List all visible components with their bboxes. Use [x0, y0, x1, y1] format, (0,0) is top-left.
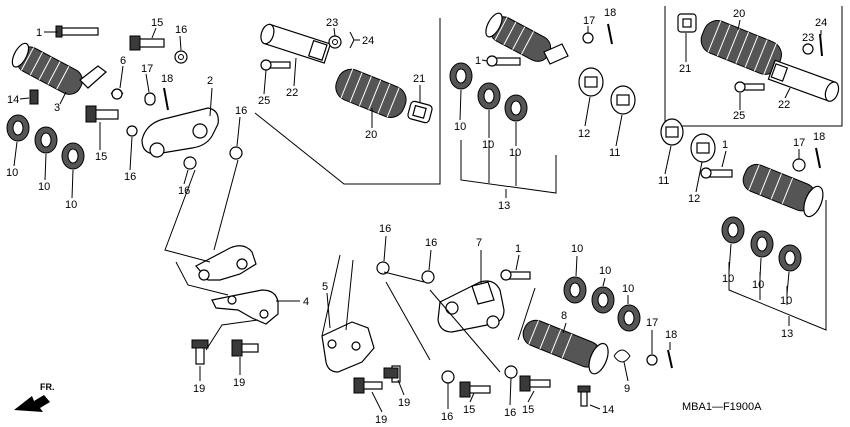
callout-5: 5: [322, 281, 328, 293]
callout-20b: 20: [733, 8, 745, 20]
callout-22b: 22: [778, 99, 790, 111]
callout-23a: 23: [326, 17, 338, 29]
callout-1: 1: [36, 27, 42, 39]
callout-21b: 21: [679, 63, 691, 75]
callout-19b: 19: [233, 377, 245, 389]
inset-frame-top-center: [254, 18, 441, 185]
center-bracket-assembly: [321, 254, 673, 407]
callout-10b: 10: [38, 181, 50, 193]
callout-10i: 10: [780, 295, 792, 307]
callout-13a: 13: [498, 200, 510, 212]
diagram-code: MBA1—F1900A: [682, 401, 762, 413]
callout-16b: 16: [124, 171, 136, 183]
callout-15d: 15: [522, 404, 534, 416]
callout-17d: 17: [646, 317, 658, 329]
callout-1b: 1: [475, 55, 481, 67]
callout-20a: 20: [365, 129, 377, 141]
callout-12b: 12: [688, 193, 700, 205]
left-footpeg-assembly: [6, 25, 243, 170]
callout-16d: 16: [235, 105, 247, 117]
inset-top-right-parts: [677, 13, 840, 102]
callout-12a: 12: [578, 128, 590, 140]
left-bracket-assembly: [164, 159, 279, 365]
callout-18: 18: [161, 73, 173, 85]
callout-10c: 10: [65, 199, 77, 211]
callout-16: 16: [175, 24, 187, 36]
callout-10h: 10: [752, 279, 764, 291]
callout-7: 7: [476, 237, 482, 249]
callout-25a: 25: [258, 95, 270, 107]
callout-16h: 16: [504, 407, 516, 419]
callout-18b: 18: [604, 7, 616, 19]
callout-18c: 18: [813, 131, 825, 143]
callout-10g: 10: [722, 273, 734, 285]
callout-6: 6: [120, 55, 126, 67]
callout-10l: 10: [622, 283, 634, 295]
callout-4: 4: [303, 296, 309, 308]
callout-14b: 14: [602, 404, 614, 416]
callout-25b: 25: [733, 110, 745, 122]
front-direction-arrow-icon: FR.: [14, 382, 55, 412]
callout-10f: 10: [509, 147, 521, 159]
callout-24b: 24: [815, 17, 827, 29]
front-label: FR.: [40, 382, 55, 392]
callout-11a: 11: [609, 147, 620, 159]
callout-23b: 23: [802, 32, 814, 44]
callout-10a: 10: [6, 167, 18, 179]
callout-14: 14: [7, 94, 19, 106]
callout-15c: 15: [463, 404, 475, 416]
callout-1d: 1: [515, 243, 521, 255]
callout-19c: 19: [375, 414, 387, 426]
callout-15b: 15: [95, 151, 107, 163]
callout-10j: 10: [571, 243, 583, 255]
callouts: 1 15 16 6 17 18 14 3 2 15 16 16 16 10 10…: [6, 7, 827, 426]
callout-9: 9: [624, 383, 630, 395]
callout-16g: 16: [441, 411, 453, 423]
callout-2: 2: [207, 75, 213, 87]
callout-13b: 13: [781, 328, 793, 340]
right-footpeg-upper: [449, 12, 636, 194]
callout-18d: 18: [665, 329, 677, 341]
callout-22a: 22: [286, 87, 298, 99]
callout-1c: 1: [722, 139, 728, 151]
callout-8: 8: [561, 310, 567, 322]
callout-19a: 19: [193, 383, 205, 395]
callout-16c: 16: [178, 185, 190, 197]
callout-10e: 10: [482, 139, 494, 151]
callout-15: 15: [151, 17, 163, 29]
right-footpeg-lower: [660, 118, 827, 331]
callout-3: 3: [54, 102, 60, 114]
callout-24a: 24: [362, 35, 374, 47]
callout-21a: 21: [413, 73, 425, 85]
callout-16f: 16: [425, 237, 437, 249]
callout-17: 17: [141, 63, 153, 75]
callout-17c: 17: [793, 137, 805, 149]
callout-10d: 10: [454, 121, 466, 133]
inset-frame-top-right: [664, 6, 843, 127]
callout-17b: 17: [583, 15, 595, 27]
callout-10k: 10: [599, 265, 611, 277]
callout-11b: 11: [658, 175, 669, 187]
inset-top-center-parts: [260, 23, 433, 124]
callout-16e: 16: [379, 223, 391, 235]
callout-19d: 19: [398, 397, 410, 409]
